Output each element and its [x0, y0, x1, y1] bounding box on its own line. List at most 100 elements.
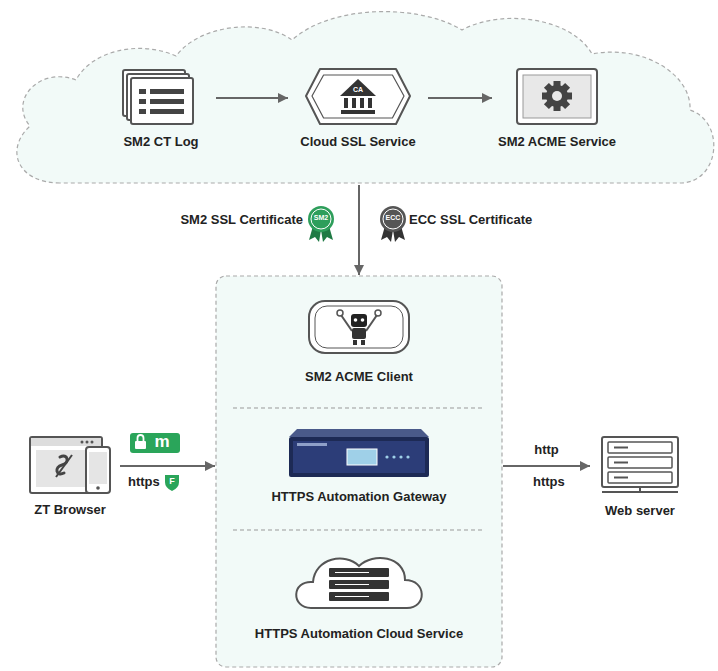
client-frame [315, 306, 403, 348]
icon-group [517, 69, 597, 124]
server-unit [608, 457, 672, 468]
section-divider [233, 408, 485, 409]
device-top [289, 429, 429, 437]
node-label: Web server [605, 503, 675, 519]
lock-body [135, 441, 146, 449]
icon-group [309, 301, 409, 353]
ecc-badge [380, 206, 406, 242]
robot-leg [353, 340, 357, 345]
server-case [602, 437, 678, 487]
zt-logo [56, 455, 72, 477]
cloud-service-node: HTTPS Automation Cloud Service [235, 552, 483, 652]
connector-label: http [534, 442, 559, 458]
server-blade [329, 580, 389, 589]
icon-group [296, 558, 422, 608]
robot-arm [341, 315, 352, 331]
badge-ring [383, 209, 403, 229]
connector-arrow [216, 97, 288, 99]
section-divider [233, 530, 485, 531]
cloud-outline [296, 558, 422, 608]
robot-head [351, 314, 367, 327]
node-icon [106, 68, 216, 128]
shield-badge [165, 475, 179, 491]
icon-group [289, 429, 429, 477]
phone-screen [89, 452, 107, 484]
cloud-outline [17, 12, 714, 183]
acme-service-node: SM2 ACME Service [492, 68, 622, 160]
badge-text: ECC [386, 214, 401, 222]
node-icon [235, 297, 483, 357]
bank-column [360, 98, 364, 108]
gear-body [546, 85, 568, 107]
connector-arrow [358, 185, 360, 275]
device-led [385, 455, 388, 458]
log-row [139, 109, 146, 114]
device-display [347, 449, 377, 465]
connector-label: https [128, 474, 160, 490]
server-slot [614, 477, 628, 479]
secure-badge [130, 433, 180, 453]
icon-group [602, 437, 678, 492]
browser-node: ZT Browser [20, 435, 120, 520]
robot-arm [366, 315, 377, 331]
node-label: SM2 ACME Service [498, 134, 616, 150]
ca-frame [306, 69, 410, 124]
robot-tool [375, 310, 381, 316]
blade-line [335, 596, 369, 597]
server-base [602, 491, 678, 493]
icon-group [123, 70, 193, 124]
badge-text: SM2 [314, 214, 328, 222]
node-label: SM2 ACME Client [305, 369, 413, 385]
ct-log-node: SM2 CT Log [106, 68, 216, 160]
lock-shackle [138, 435, 144, 441]
device-led [392, 455, 395, 458]
device-led [399, 455, 402, 458]
client-frame [309, 301, 409, 353]
robot-tool [337, 310, 343, 316]
bank-column [368, 98, 372, 108]
node-icon [20, 435, 120, 495]
badge-text: F [169, 476, 175, 486]
robot-eye [361, 318, 365, 322]
ca-service-node: Cloud SSL Service [288, 68, 428, 160]
badge-seal [308, 206, 334, 232]
log-row [150, 99, 184, 104]
bank-column [344, 98, 348, 108]
screen [523, 75, 591, 118]
ca-frame [312, 75, 404, 118]
node-icon [235, 552, 483, 612]
robot-leg [361, 340, 365, 345]
badge-seal [380, 206, 406, 232]
bank-base [341, 110, 375, 114]
node-icon [492, 68, 622, 128]
badge-text: m [154, 432, 169, 452]
node-label: ZT Browser [34, 502, 106, 518]
device-panel [293, 441, 425, 473]
node-label: Cloud SSL Service [300, 134, 415, 150]
node-label: HTTPS Automation Cloud Service [255, 626, 463, 642]
device-body [289, 437, 429, 477]
acme-client-node: SM2 ACME Client [235, 297, 483, 392]
server-slot [614, 447, 628, 449]
certificate-label: ECC SSL Certificate [409, 212, 532, 227]
node-icon [235, 425, 483, 485]
node-label: HTTPS Automation Gateway [271, 489, 446, 505]
device-logo [297, 443, 327, 446]
protocol-label: https [533, 474, 565, 489]
server-blade [329, 592, 389, 601]
server-unit [608, 442, 672, 453]
server-blade [329, 568, 389, 577]
server-unit [608, 472, 672, 483]
badge-ring [311, 209, 331, 229]
robot-eye [354, 318, 358, 322]
browser-dot [86, 441, 89, 444]
certificate-label: SM2 SSL Certificate [180, 212, 303, 227]
log-row [150, 109, 184, 114]
icon-text: CA [353, 86, 363, 94]
sm2-badge [308, 206, 334, 242]
log-row [139, 99, 146, 104]
icon-group [306, 69, 410, 124]
server-slot [614, 462, 628, 464]
screen-frame [517, 69, 597, 124]
